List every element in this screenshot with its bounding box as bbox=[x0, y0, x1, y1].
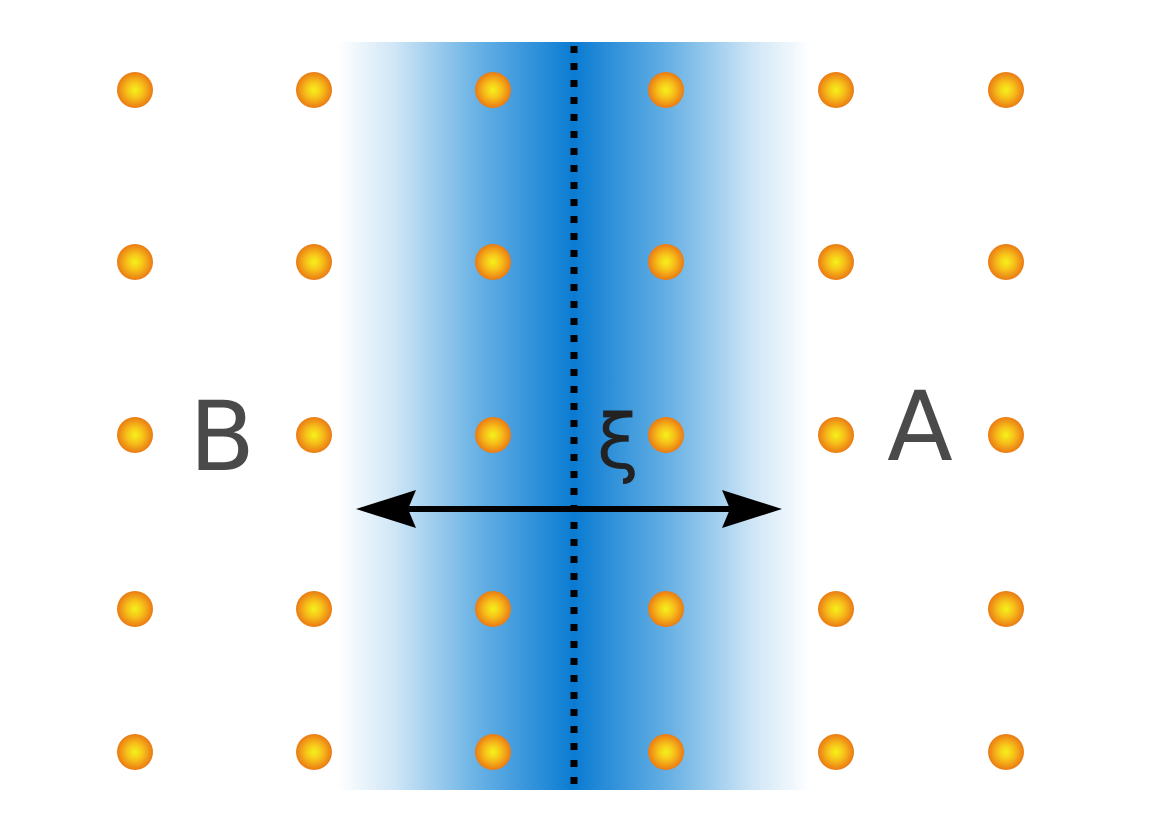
wall-width-symbol: ξ bbox=[597, 397, 639, 486]
lattice-atom bbox=[648, 244, 684, 280]
lattice-atom bbox=[988, 72, 1024, 108]
lattice-atom bbox=[117, 72, 153, 108]
lattice-atom bbox=[988, 734, 1024, 770]
lattice-atom bbox=[988, 591, 1024, 627]
lattice-atom bbox=[475, 417, 511, 453]
lattice-atom bbox=[475, 734, 511, 770]
lattice-atom bbox=[818, 417, 854, 453]
lattice-atom bbox=[296, 734, 332, 770]
lattice-atom bbox=[818, 734, 854, 770]
lattice-atom bbox=[117, 734, 153, 770]
lattice-atom bbox=[117, 417, 153, 453]
width-arrow-right-head bbox=[722, 490, 782, 528]
lattice-atom bbox=[475, 591, 511, 627]
lattice-atom bbox=[475, 72, 511, 108]
lattice-atom bbox=[818, 244, 854, 280]
lattice-atom bbox=[296, 72, 332, 108]
lattice-atom bbox=[648, 72, 684, 108]
lattice-atom bbox=[117, 591, 153, 627]
lattice-atom bbox=[117, 244, 153, 280]
lattice-atom bbox=[648, 417, 684, 453]
lattice-atom bbox=[296, 417, 332, 453]
lattice-atom bbox=[818, 591, 854, 627]
width-arrow-left-head bbox=[356, 490, 416, 528]
lattice-atom bbox=[296, 591, 332, 627]
lattice-atom bbox=[818, 72, 854, 108]
lattice-atom bbox=[648, 591, 684, 627]
region-label-left: B bbox=[189, 381, 255, 493]
lattice-atoms bbox=[117, 72, 1024, 770]
lattice-atom bbox=[988, 417, 1024, 453]
width-arrow bbox=[356, 490, 782, 528]
region-label-right: A bbox=[887, 371, 953, 483]
lattice-atom bbox=[296, 244, 332, 280]
lattice-atom bbox=[648, 734, 684, 770]
lattice-atom bbox=[475, 244, 511, 280]
lattice-atom bbox=[988, 244, 1024, 280]
